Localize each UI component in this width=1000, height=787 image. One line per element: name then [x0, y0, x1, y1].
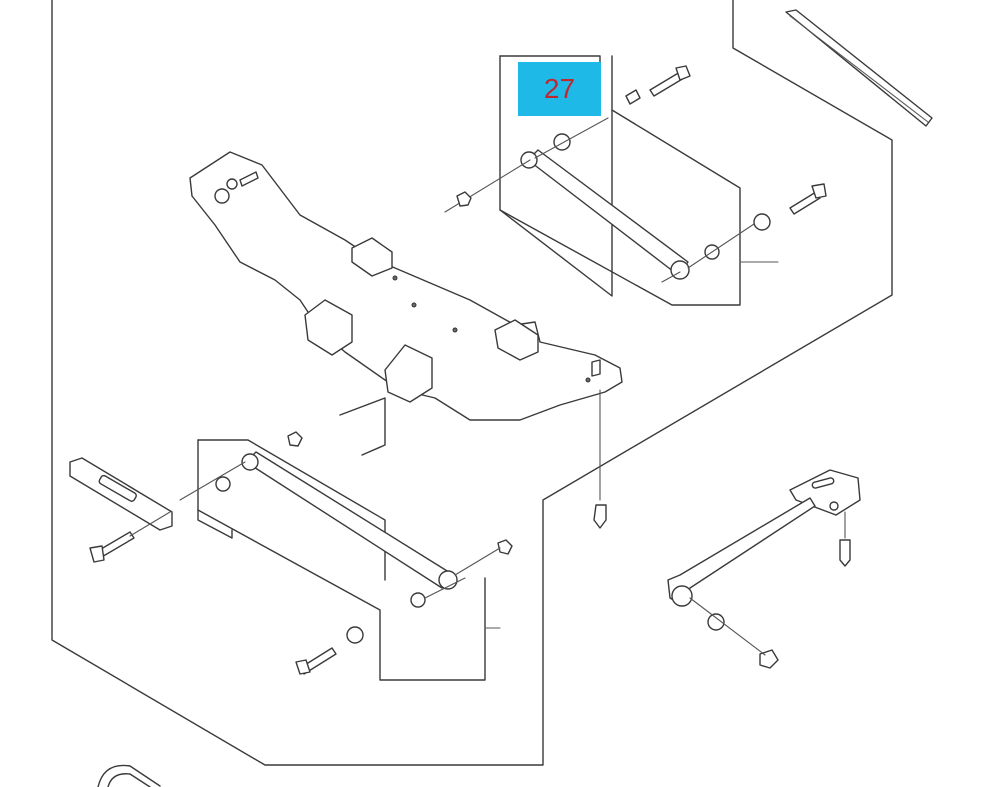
center-bolt — [593, 389, 607, 529]
assembly-boundary — [51, 0, 893, 766]
lower-link-group — [179, 397, 513, 681]
upper-link-group — [444, 55, 827, 306]
top-rail — [785, 9, 933, 127]
slotted-plate — [69, 457, 173, 563]
mounting-plate — [189, 151, 623, 421]
callout-27[interactable]: 27 — [518, 62, 601, 116]
hose-fragment — [97, 764, 161, 787]
right-link-arm — [667, 469, 861, 669]
